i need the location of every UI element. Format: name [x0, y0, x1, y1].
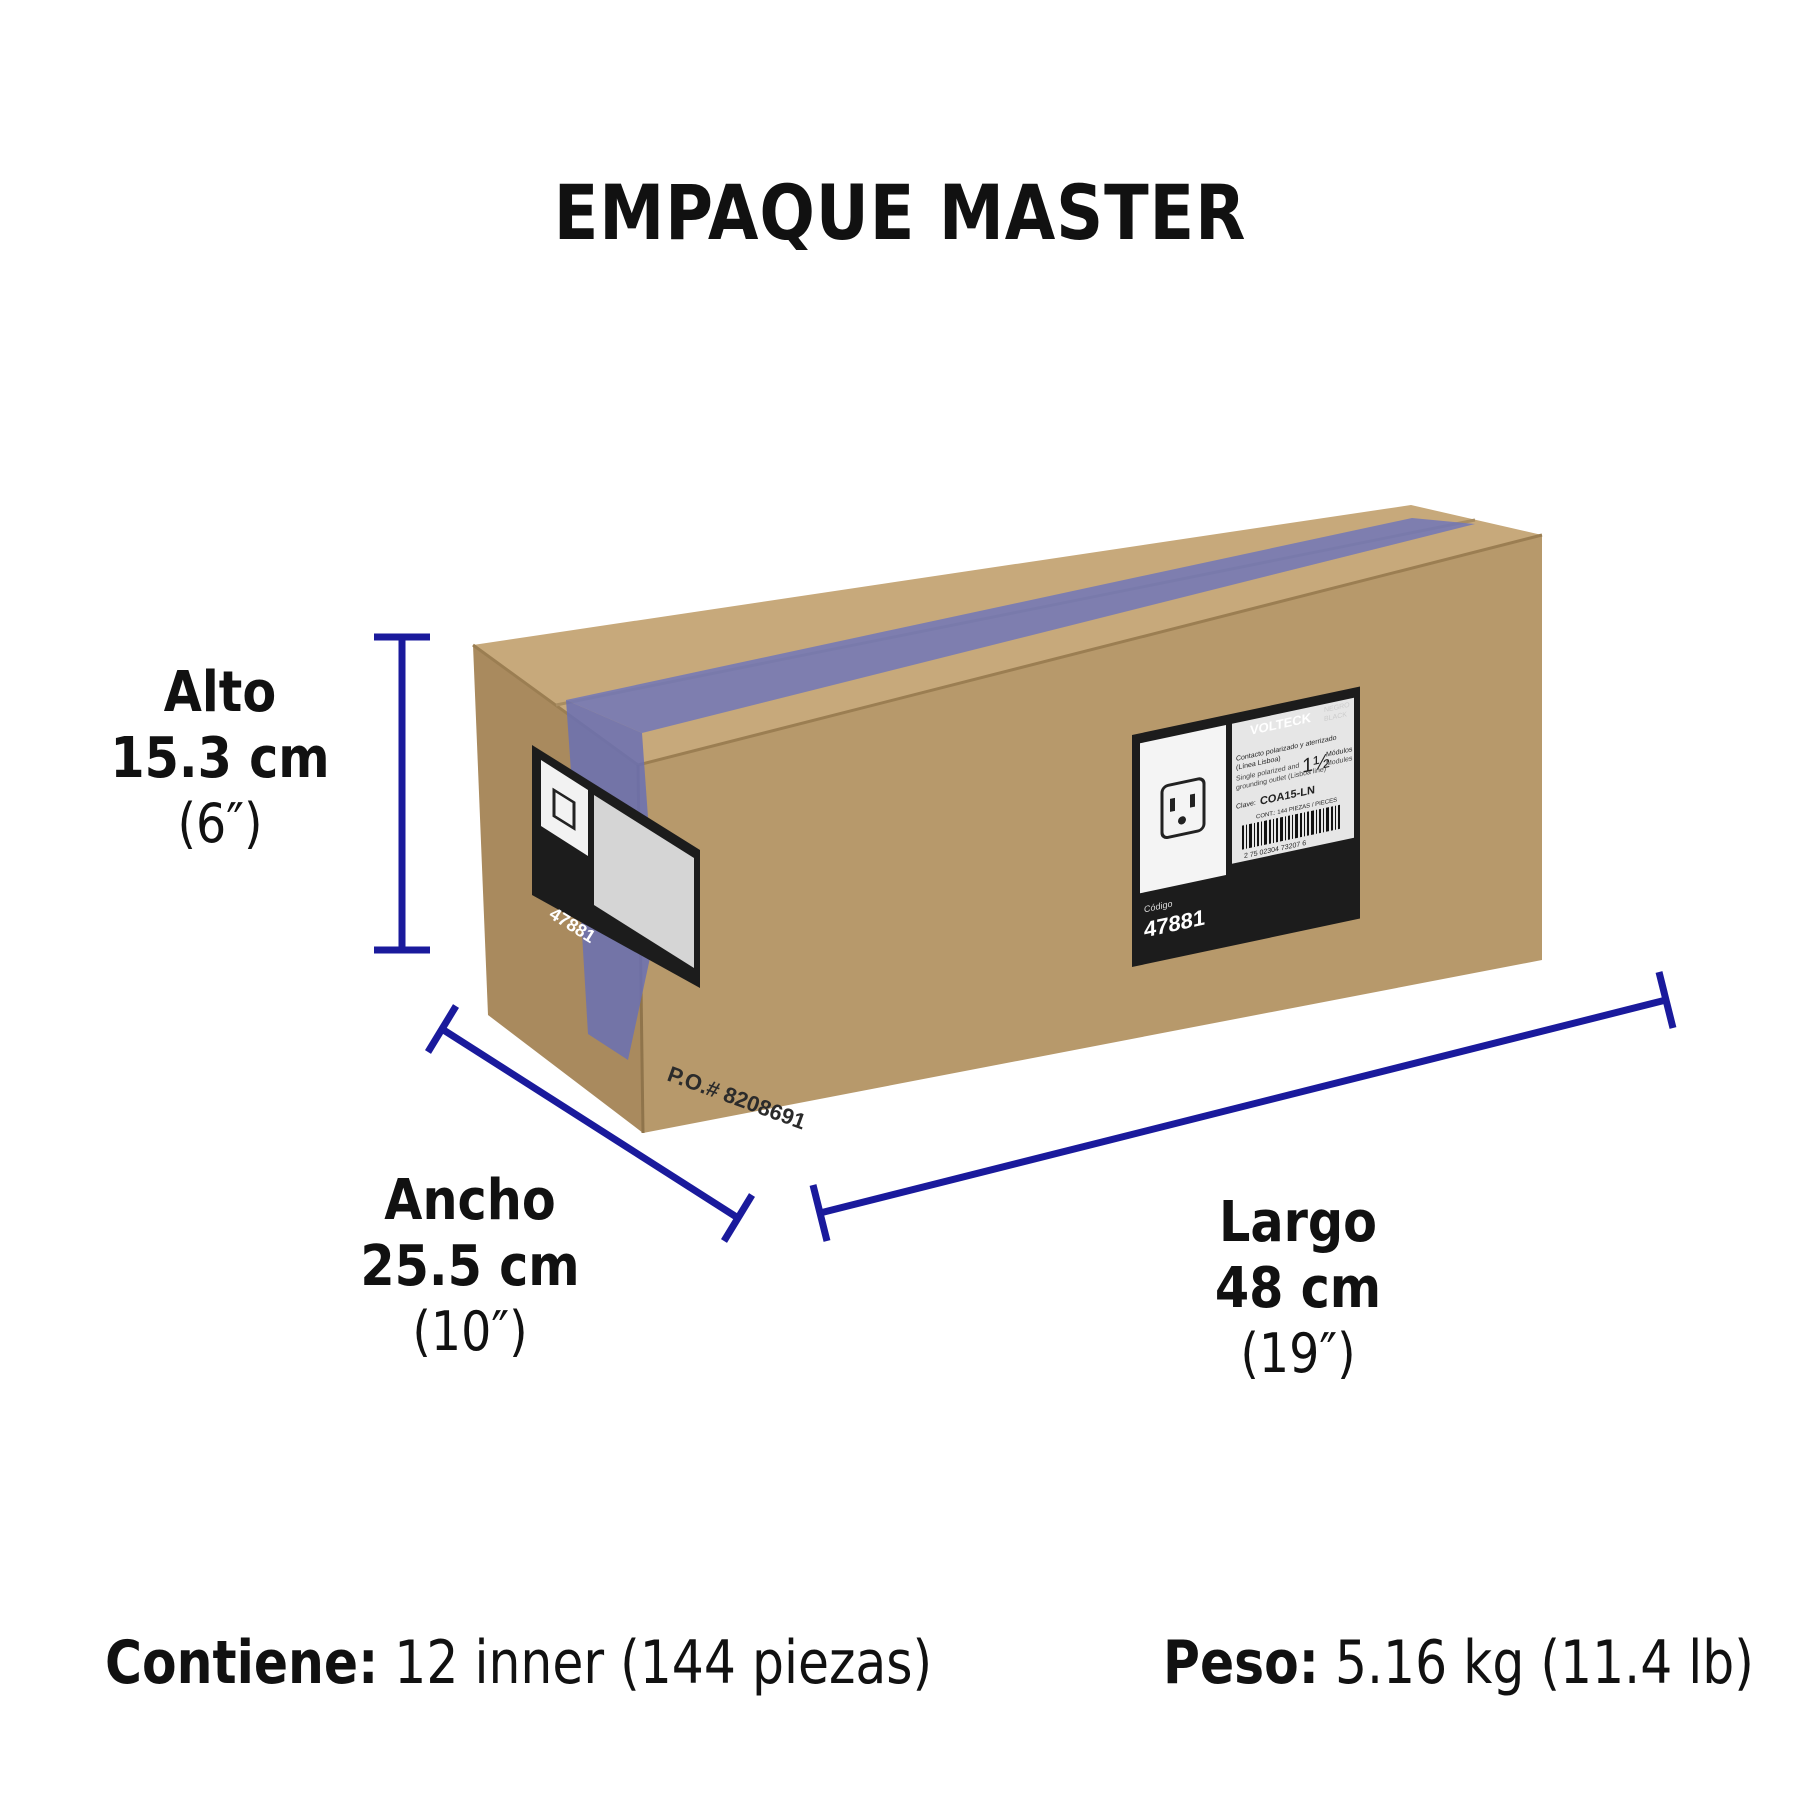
page-title: EMPAQUE MASTER — [553, 168, 1247, 257]
largo-value: 48 cm — [1214, 1256, 1382, 1322]
alto-label: Alto — [163, 660, 277, 725]
ancho-imperial: (10″) — [412, 1300, 528, 1364]
ancho-dimension-line — [425, 1004, 755, 1243]
label-color-en: BLACK — [1324, 711, 1347, 723]
ancho-value: 25.5 cm — [360, 1234, 580, 1300]
label-barcode — [1242, 804, 1340, 850]
weight-label: Peso: — [1163, 1628, 1319, 1698]
alto-imperial: (6″) — [177, 792, 263, 856]
largo-imperial: (19″) — [1240, 1322, 1356, 1386]
alto-value: 15.3 cm — [110, 726, 330, 792]
largo-dimension-line — [809, 971, 1677, 1242]
weight-value: 5.16 kg (11.4 lb) — [1334, 1628, 1754, 1698]
box-front-face — [638, 535, 1542, 1133]
ancho-dimension-text: Ancho 25.5 cm (10″) — [290, 1168, 650, 1364]
label-clave-label: Clave: — [1236, 800, 1256, 811]
ancho-label: Ancho — [384, 1168, 556, 1233]
contents-label: Contiene: — [105, 1628, 379, 1698]
alto-dimension-text: Alto 15.3 cm (6″) — [40, 660, 400, 856]
alto-dimension-line — [374, 633, 430, 954]
contents-value: 12 inner (144 piezas) — [394, 1628, 933, 1698]
weight-info: Peso: 5.16 kg (11.4 lb) — [1163, 1628, 1754, 1698]
contents-info: Contiene: 12 inner (144 piezas) — [105, 1628, 932, 1698]
largo-label: Largo — [1218, 1190, 1378, 1255]
box-tape — [566, 518, 1475, 733]
largo-dimension-text: Largo 48 cm (19″) — [1118, 1190, 1478, 1386]
box-front-label: VOLTECK NEGRO BLACK Contacto polarizado … — [1132, 686, 1360, 967]
